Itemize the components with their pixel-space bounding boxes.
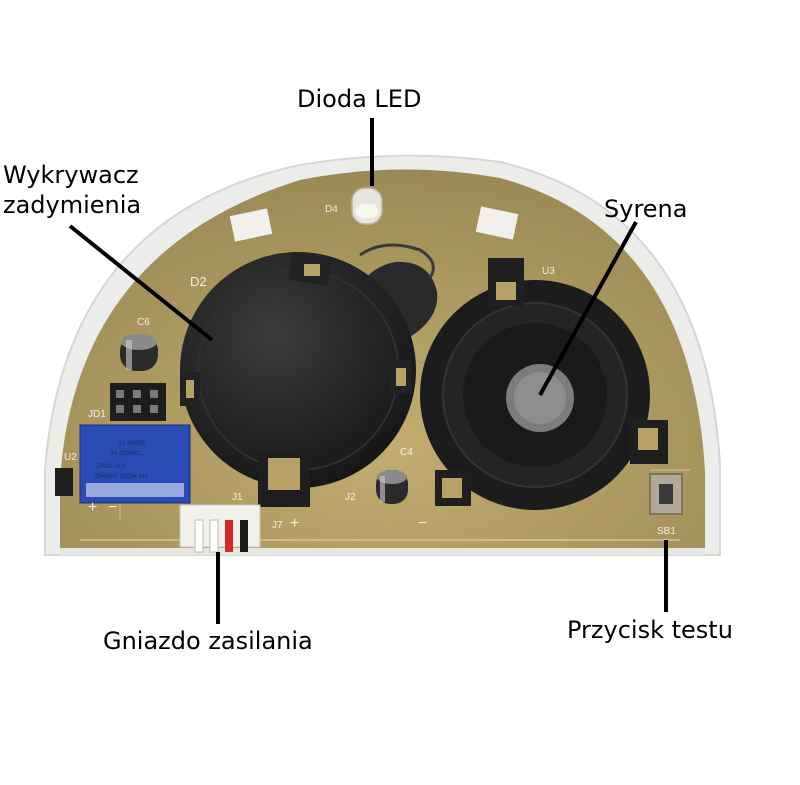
silk-c6: C6: [137, 317, 150, 328]
silk-u2: U2: [64, 452, 77, 463]
silk-plus-right: +: [290, 515, 299, 532]
silk-j7: J7: [272, 520, 283, 531]
label-power-socket: Gniazdo zasilania: [103, 627, 313, 655]
component-u2: [55, 468, 73, 496]
relay-text-2: 3A 220VAC: [110, 451, 141, 457]
silk-minus-left: −: [108, 499, 117, 516]
silk-j2: J2: [345, 492, 356, 503]
silk-minus-right: −: [418, 515, 427, 532]
relay-component: 3A 30VDC 3A 220VAC ZHUO HUI ZH4100F-DC5V…: [79, 424, 191, 504]
test-button-sb1: [649, 473, 683, 515]
silk-jd1: JD1: [88, 409, 106, 420]
label-siren: Syrena: [604, 195, 688, 223]
leader-line-smoke-detector: [68, 224, 214, 342]
silk-u3: U3: [542, 266, 555, 277]
clip-tab-right: [475, 206, 519, 240]
relay-text-3: ZHUO HUI: [96, 464, 125, 470]
label-test-button: Przycisk testu: [567, 616, 733, 644]
relay-text-4: ZH4100F-DC5V-SH: [94, 474, 147, 480]
label-smoke-detector-line2: zadymienia: [3, 191, 142, 219]
leader-line-siren: [538, 221, 638, 396]
silk-c4: C4: [400, 447, 413, 458]
power-connector-j7: [179, 504, 261, 553]
silk-plus-left: +: [88, 499, 97, 516]
header-pins: [110, 383, 166, 421]
capacitor-c6: [120, 334, 158, 371]
capacitor-c4: [376, 470, 408, 504]
siren-piezo: [420, 258, 668, 510]
silk-j1: J1: [232, 492, 243, 503]
silk-d2: D2: [190, 274, 207, 289]
smoke-detector-chamber: [180, 243, 438, 507]
relay-text-1: 3A 30VDC: [118, 441, 147, 447]
led-d4: [351, 187, 383, 225]
label-smoke-detector-line1: Wykrywacz: [3, 161, 139, 189]
silk-d4: D4: [325, 204, 338, 215]
silk-sb1: SB1: [657, 526, 676, 537]
clip-tab-left: [229, 208, 273, 242]
label-led: Dioda LED: [297, 85, 422, 113]
label-smoke-detector: Wykrywacz zadymienia: [3, 160, 141, 220]
